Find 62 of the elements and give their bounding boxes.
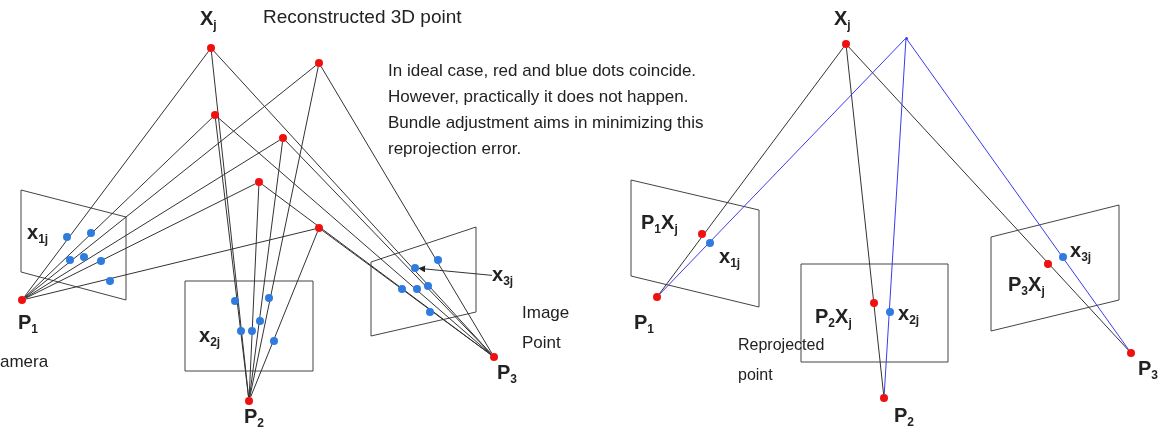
point-dot <box>18 296 26 304</box>
point-label: X$_{j}$ <box>834 8 851 31</box>
projection-line <box>24 117 213 298</box>
annotation-text: In ideal case, red and blue dots coincide. However, practically it does not happen. Bundle adjustment aims in minimizing this reprojection error. <box>388 60 705 160</box>
point-dot <box>490 353 498 361</box>
point-label: P$_{3}$ <box>1138 358 1159 381</box>
point-dot <box>315 224 323 232</box>
projection-line <box>320 65 493 355</box>
projection-line <box>285 140 492 355</box>
point-dot <box>1044 260 1052 268</box>
point-dot <box>207 44 215 52</box>
image-point-dot <box>886 308 894 316</box>
projection-line <box>321 229 492 356</box>
point-dot <box>842 40 850 48</box>
point-dot <box>698 230 706 238</box>
annotation-text: Reconstructed 3D point <box>263 6 463 29</box>
projection-line <box>250 231 318 398</box>
projection-line <box>883 39 907 395</box>
annotation-text: Reprojected point <box>738 335 826 385</box>
point-label: P$_{3}$ <box>497 362 518 385</box>
projection-line <box>659 38 906 295</box>
point-label: P$_{2}$ <box>894 405 915 428</box>
projection-line <box>24 139 281 299</box>
point-label: x$_{1j}$ <box>719 246 741 269</box>
point-dot <box>870 299 878 307</box>
point-label: x$_{2j}$ <box>199 325 221 348</box>
projection-line <box>249 66 319 398</box>
point-label: P$_{1}$ <box>634 312 655 335</box>
projection-line <box>214 118 250 398</box>
point-dot <box>279 134 287 142</box>
projection-line <box>23 50 210 298</box>
point-label: P$_{1}$X$_{j}$ <box>641 212 678 235</box>
projection-line <box>25 228 316 300</box>
projection-line <box>248 185 260 398</box>
image-point-dot <box>706 239 714 247</box>
point-label: X$_{j}$ <box>200 8 217 31</box>
image-point-dot <box>904 36 908 40</box>
point-label: P$_{3}$X$_{j}$ <box>1008 274 1045 297</box>
annotation-text: amera <box>0 352 50 373</box>
point-label: P$_{2}$ <box>244 406 265 429</box>
point-dot <box>1127 349 1135 357</box>
point-dot <box>245 397 253 405</box>
point-dot <box>255 178 263 186</box>
point-label: x$_{3j}$ <box>1070 240 1092 263</box>
image-point-dot <box>411 264 419 272</box>
projection-line <box>848 46 1129 351</box>
projection-line <box>25 183 256 299</box>
point-label: P$_{1}$ <box>18 312 39 335</box>
arrow <box>418 265 493 276</box>
point-dot <box>211 111 219 119</box>
projection-line <box>906 38 1130 351</box>
image-point-dot <box>1059 253 1067 261</box>
projection-line <box>845 47 885 395</box>
projection-line <box>658 46 845 295</box>
point-label: P$_{2}$X$_{j}$ <box>815 306 852 329</box>
point-dot <box>880 394 888 402</box>
point-label: x$_{2j}$ <box>898 303 920 326</box>
annotation-text: Image Point <box>522 302 571 354</box>
point-dot <box>653 293 661 301</box>
point-label: x$_{3j}$ <box>492 264 526 290</box>
point-dot <box>315 59 323 67</box>
point-label: x$_{1j}$ <box>27 222 49 245</box>
